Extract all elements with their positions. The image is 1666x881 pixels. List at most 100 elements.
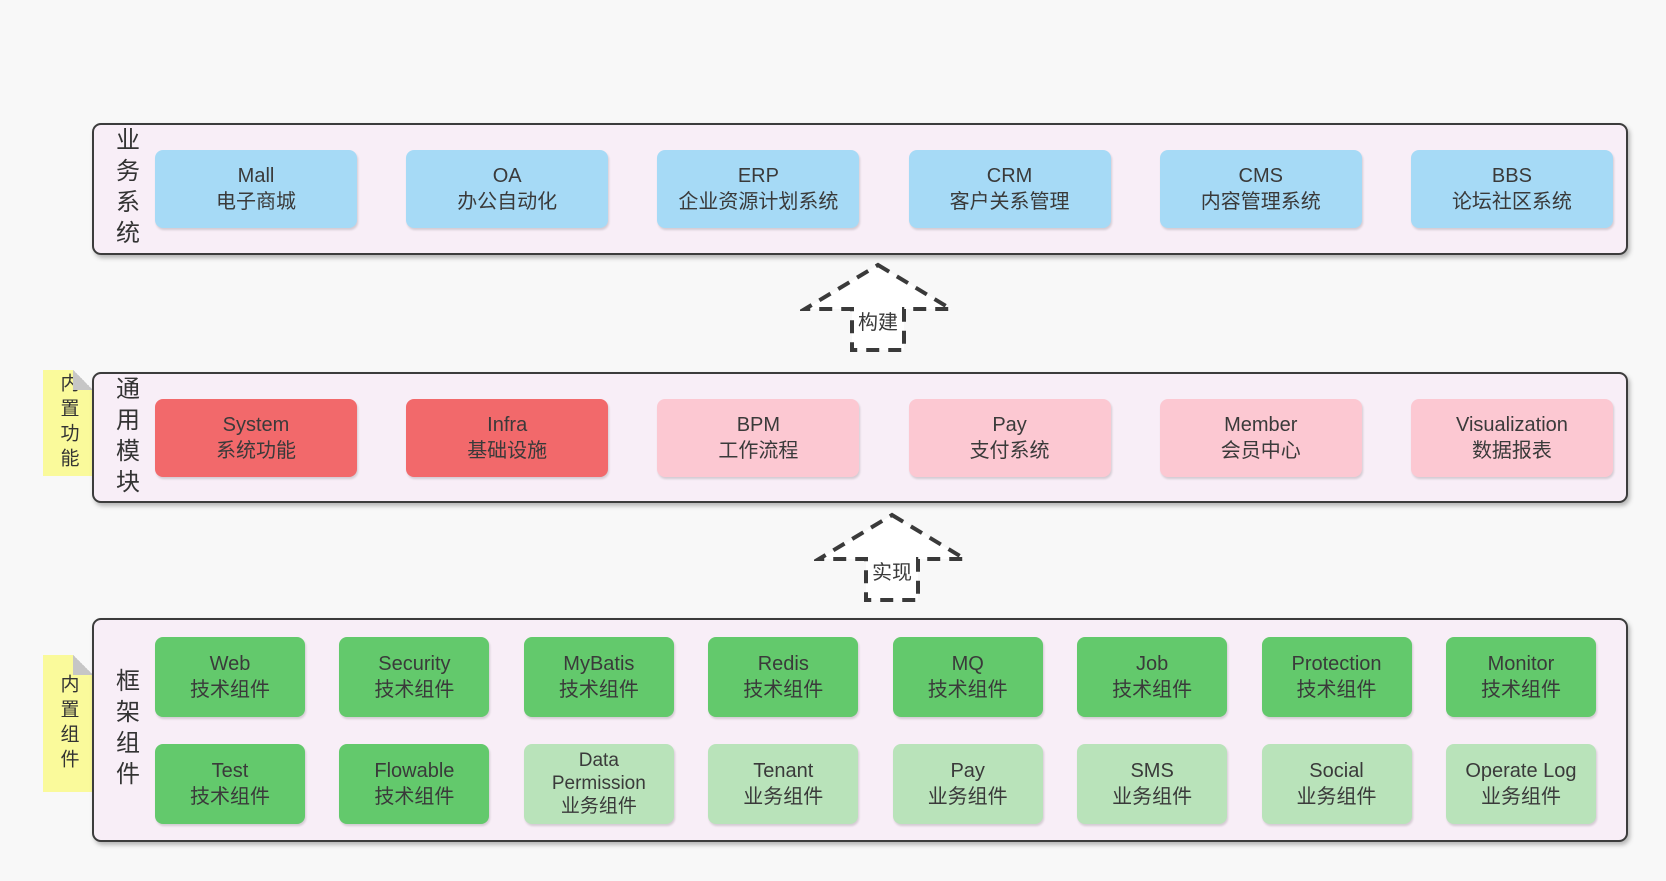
node-en-label: System xyxy=(222,413,290,436)
node-en-label: Monitor xyxy=(1487,652,1555,675)
node-en-label: Visualization xyxy=(1455,413,1568,436)
node-protection: Protection 技术组件 xyxy=(1261,636,1412,717)
node-en-label: Member xyxy=(1224,413,1298,436)
node-mybatis: MyBatis 技术组件 xyxy=(523,636,674,717)
node-en-label: Flowable xyxy=(374,759,455,782)
arrow-build: 构建 xyxy=(800,262,956,354)
node-en-label: MQ xyxy=(951,652,984,675)
node-en-label: Redis xyxy=(757,652,809,675)
node-zh-label: 基础设施 xyxy=(467,439,548,462)
node-zh-label: 技术组件 xyxy=(927,678,1008,701)
layer-business-systems: 业务系统 Mall 电子商城 OA 办公自动化 ERP 企业资源计划系统 CRM… xyxy=(92,123,1628,255)
sticky-tab-label: 内置功能 xyxy=(57,373,79,473)
node-en-label: Operate Log xyxy=(1465,759,1577,782)
node-zh-label: 业务组件 xyxy=(927,785,1008,808)
node-en-label: Web xyxy=(209,652,251,675)
node-en-label: Pay xyxy=(992,413,1027,436)
node-zh-label: 技术组件 xyxy=(190,678,270,701)
node-en-label: Social xyxy=(1309,759,1364,782)
node-flowable: Flowable 技术组件 xyxy=(339,743,490,824)
node-tenant: Tenant 业务组件 xyxy=(708,743,859,824)
arrow-build-label: 构建 xyxy=(855,306,901,335)
node-bbs: BBS 论坛社区系统 xyxy=(1410,150,1613,228)
node-en-label: ERP xyxy=(737,165,779,187)
node-zh-label: 技术组件 xyxy=(558,678,639,701)
arrow-implement-label: 实现 xyxy=(869,556,915,585)
node-crm: CRM 客户关系管理 xyxy=(908,150,1111,228)
node-zh-label: 企业资源计划系统 xyxy=(678,191,839,213)
components-row-2: Test 技术组件 Flowable 技术组件 Data Permission … xyxy=(155,743,1596,824)
components-box-grid: Web 技术组件 Security 技术组件 MyBatis 技术组件 Redi… xyxy=(155,620,1626,840)
node-zh-label: 技术组件 xyxy=(743,678,824,701)
layer-label-column: 业务系统 xyxy=(94,125,155,253)
node-system: System 系统功能 xyxy=(155,398,357,477)
node-job: Job 技术组件 xyxy=(1077,636,1228,717)
node-web: Web 技术组件 xyxy=(155,636,305,717)
node-en-label: BPM xyxy=(736,413,781,436)
layer-common-modules: 通用模块 System 系统功能 Infra 基础设施 BPM 工作流程 Pay… xyxy=(92,372,1628,503)
node-zh-label: 技术组件 xyxy=(1112,678,1193,701)
layer-framework-components: 框架组件 Web 技术组件 Security 技术组件 MyBatis 技术组件… xyxy=(92,618,1628,842)
node-en-label: Mall xyxy=(237,165,275,187)
node-zh-label: 工作流程 xyxy=(718,439,799,462)
node-pay-component: Pay 业务组件 xyxy=(892,743,1043,824)
node-security: Security 技术组件 xyxy=(339,636,490,717)
layer-business-label: 业务系统 xyxy=(111,127,139,251)
node-en-label: Job xyxy=(1135,652,1169,675)
sticky-tab-label: 内置组件 xyxy=(57,673,79,774)
node-test: Test 技术组件 xyxy=(155,743,305,824)
node-social: Social 业务组件 xyxy=(1261,743,1412,824)
node-zh-label: 业务组件 xyxy=(1480,785,1561,808)
node-pay-module: Pay 支付系统 xyxy=(908,398,1111,477)
node-visualization: Visualization 数据报表 xyxy=(1410,398,1613,477)
node-sms: SMS 业务组件 xyxy=(1077,743,1228,824)
components-row-1: Web 技术组件 Security 技术组件 MyBatis 技术组件 Redi… xyxy=(155,636,1596,717)
node-en-label: Tenant xyxy=(753,759,814,782)
layer-modules-label: 通用模块 xyxy=(111,375,139,500)
node-en-label: OA xyxy=(492,165,522,187)
node-en-label: SMS xyxy=(1130,759,1174,782)
node-monitor: Monitor 技术组件 xyxy=(1445,636,1596,717)
node-zh-label: 内容管理系统 xyxy=(1200,191,1321,213)
node-zh-label: 业务组件 xyxy=(1296,785,1377,808)
node-en-label: BBS xyxy=(1491,165,1532,187)
node-redis: Redis 技术组件 xyxy=(708,636,859,717)
node-mall: Mall 电子商城 xyxy=(155,150,357,228)
layer-label-column: 通用模块 xyxy=(94,374,155,501)
node-zh-label: 支付系统 xyxy=(969,439,1050,462)
node-oa: OA 办公自动化 xyxy=(406,150,609,228)
node-zh-label: 客户关系管理 xyxy=(949,191,1070,213)
folded-corner-icon xyxy=(73,655,93,675)
node-en-label: Infra xyxy=(487,413,528,436)
node-en-label: Test xyxy=(211,759,249,782)
node-data-permission: Data Permission 业务组件 xyxy=(523,743,674,824)
node-zh-label: 业务组件 xyxy=(560,796,637,817)
layer-components-label: 框架组件 xyxy=(111,668,139,792)
node-erp: ERP 企业资源计划系统 xyxy=(657,150,860,228)
node-en-label: Pay xyxy=(950,759,985,782)
node-zh-label: 论坛社区系统 xyxy=(1451,191,1572,213)
node-zh-label: 技术组件 xyxy=(190,785,270,808)
node-zh-label: 业务组件 xyxy=(1112,785,1193,808)
node-infra: Infra 基础设施 xyxy=(406,398,609,477)
node-zh-label: 业务组件 xyxy=(743,785,824,808)
node-zh-label: 技术组件 xyxy=(1296,678,1377,701)
node-en-label: Protection xyxy=(1291,652,1382,675)
node-zh-label: 会员中心 xyxy=(1220,439,1301,462)
sticky-tab-builtin-features: 内置功能 xyxy=(43,370,93,476)
node-zh-label: 办公自动化 xyxy=(457,191,558,213)
node-zh-label: 技术组件 xyxy=(374,678,455,701)
node-member: Member 会员中心 xyxy=(1159,398,1362,477)
node-zh-label: 电子商城 xyxy=(216,191,296,213)
modules-boxes-row: System 系统功能 Infra 基础设施 BPM 工作流程 Pay 支付系统… xyxy=(155,374,1626,501)
sticky-tab-builtin-components: 内置组件 xyxy=(43,655,93,792)
node-operate-log: Operate Log 业务组件 xyxy=(1445,743,1596,824)
node-en-label: CMS xyxy=(1238,165,1283,187)
node-en-label: Security xyxy=(378,652,451,675)
arrow-implement: 实现 xyxy=(814,512,970,604)
node-en-label: MyBatis xyxy=(563,652,635,675)
node-bpm: BPM 工作流程 xyxy=(657,398,860,477)
folded-corner-icon xyxy=(73,370,93,390)
node-en-label: Data Permission xyxy=(551,750,646,794)
node-cms: CMS 内容管理系统 xyxy=(1159,150,1362,228)
